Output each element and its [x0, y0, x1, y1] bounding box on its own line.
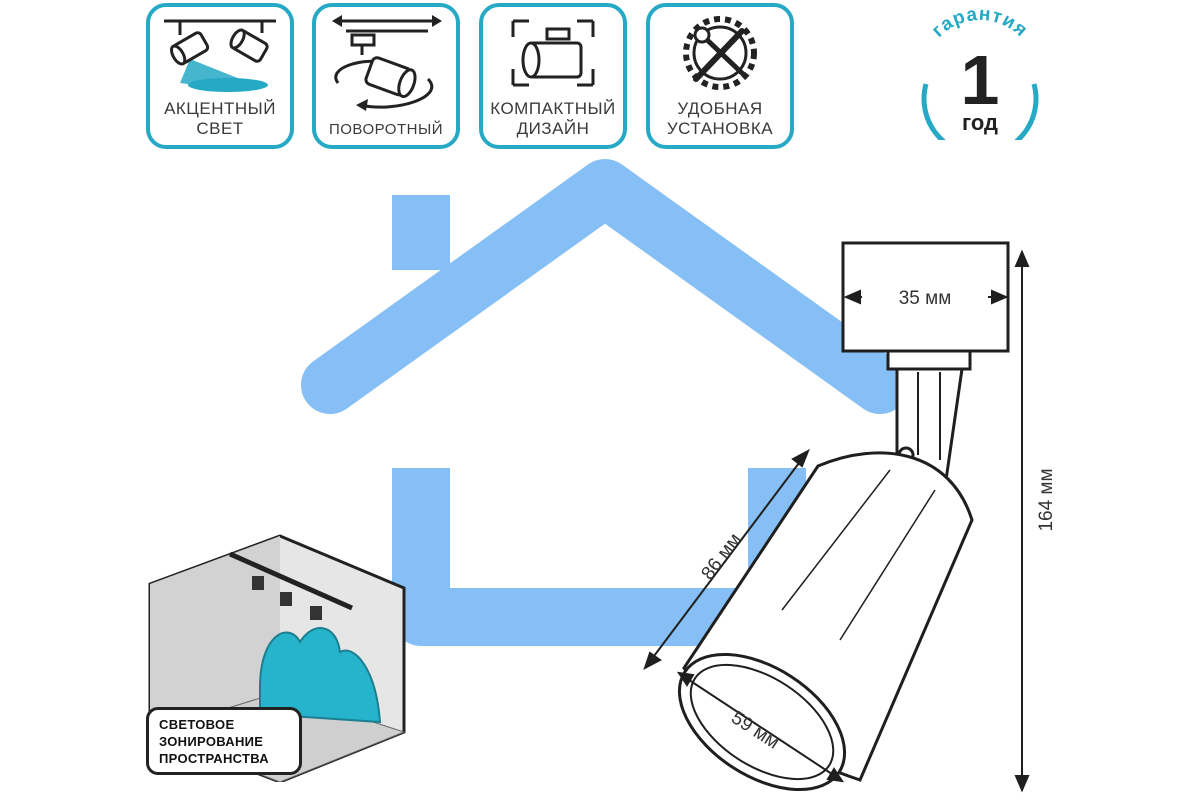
- feature-card-rotation: ПОВОРОТНЫЙ: [312, 3, 460, 149]
- warranty-unit: год: [962, 110, 998, 135]
- accent-light-icon: [164, 19, 276, 92]
- feature-card-compact-design: КОМПАКТНЫЙ ДИЗАЙН: [479, 3, 627, 149]
- feature-card-accent-light: АКЦЕНТНЫЙ СВЕТ: [146, 3, 294, 149]
- rotation-icon: [332, 15, 442, 111]
- feature-label: КОМПАКТНЫЙ ДИЗАЙН: [490, 99, 616, 138]
- adapter-width-label: 35 мм: [899, 288, 952, 309]
- body-length-label: 86 мм: [697, 529, 745, 584]
- feature-label: АКЦЕНТНЫЙ СВЕТ: [164, 99, 276, 138]
- zoning-label: СВЕТОВОЕ ЗОНИРОВАНИЕ ПРОСТРАНСТВА: [146, 707, 302, 775]
- warranty-badge: гарантия 1 год: [908, 4, 1054, 158]
- compact-design-icon: [511, 19, 595, 87]
- warranty-number: 1: [961, 41, 1000, 119]
- feature-label: УДОБНАЯ УСТАНОВКА: [666, 99, 774, 138]
- feature-card-installation: УДОБНАЯ УСТАНОВКА: [646, 3, 794, 149]
- installation-tools-icon: [683, 16, 757, 90]
- total-height-label: 164 мм: [1036, 468, 1057, 531]
- feature-label: ПОВОРОТНЫЙ: [328, 121, 444, 138]
